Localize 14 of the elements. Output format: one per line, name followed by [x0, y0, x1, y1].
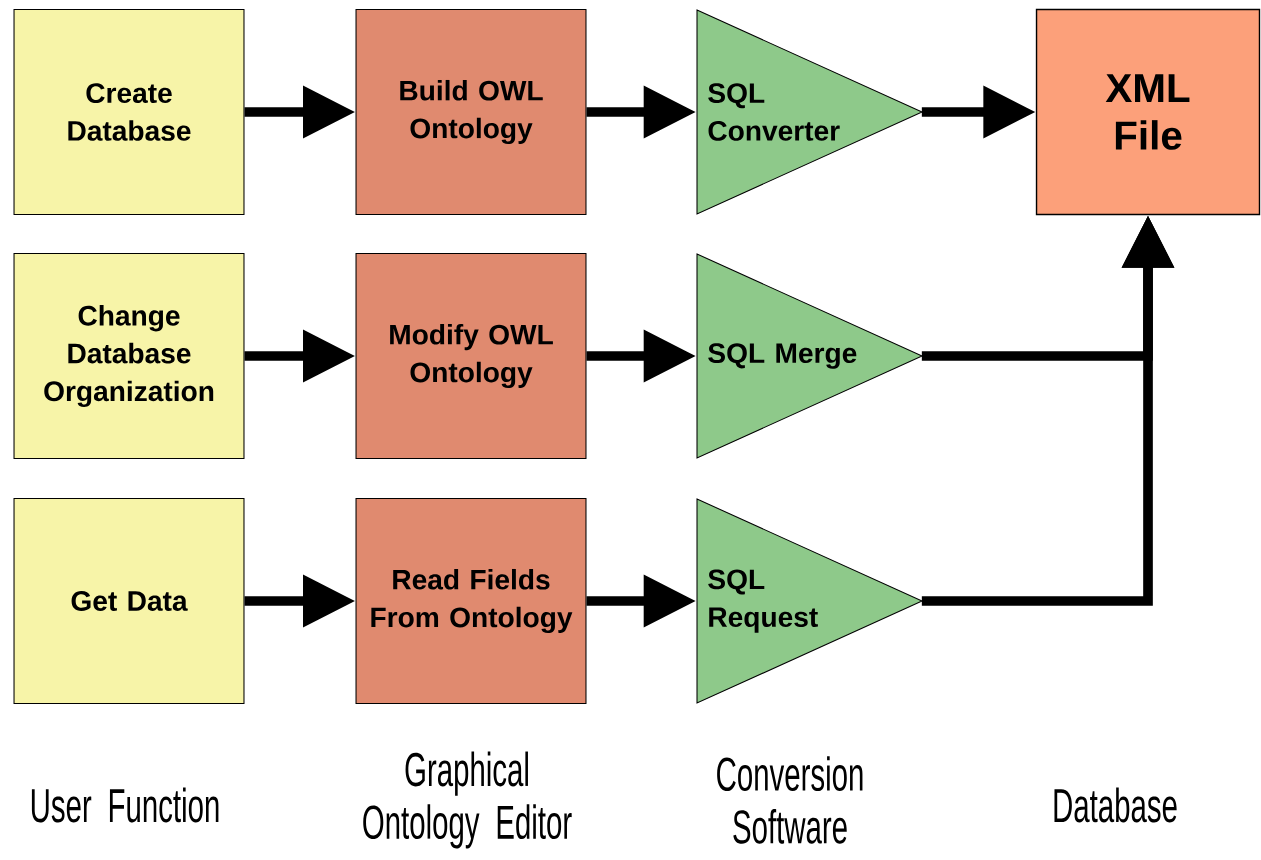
triangle: SQL Request: [696, 498, 924, 704]
column-heading: User Function: [31, 787, 219, 823]
function-box: Create Database: [13, 9, 245, 215]
function-box: Get Data: [13, 498, 245, 704]
column-heading: Conversion Software: [717, 756, 863, 844]
triangle: SQL Merge: [696, 253, 924, 459]
file-box: XML File: [1035, 8, 1261, 216]
editor-box: Build OWL Ontology: [355, 9, 587, 215]
editor-box: Modify OWL Ontology: [355, 253, 587, 459]
triangle: SQL Converter: [696, 9, 924, 215]
function-box: Change Database Organization: [13, 253, 245, 459]
column-heading: Graphical Ontology Editor: [363, 751, 572, 849]
editor-box: Read Fields From Ontology: [355, 498, 587, 704]
column-heading: Database: [1054, 787, 1177, 823]
